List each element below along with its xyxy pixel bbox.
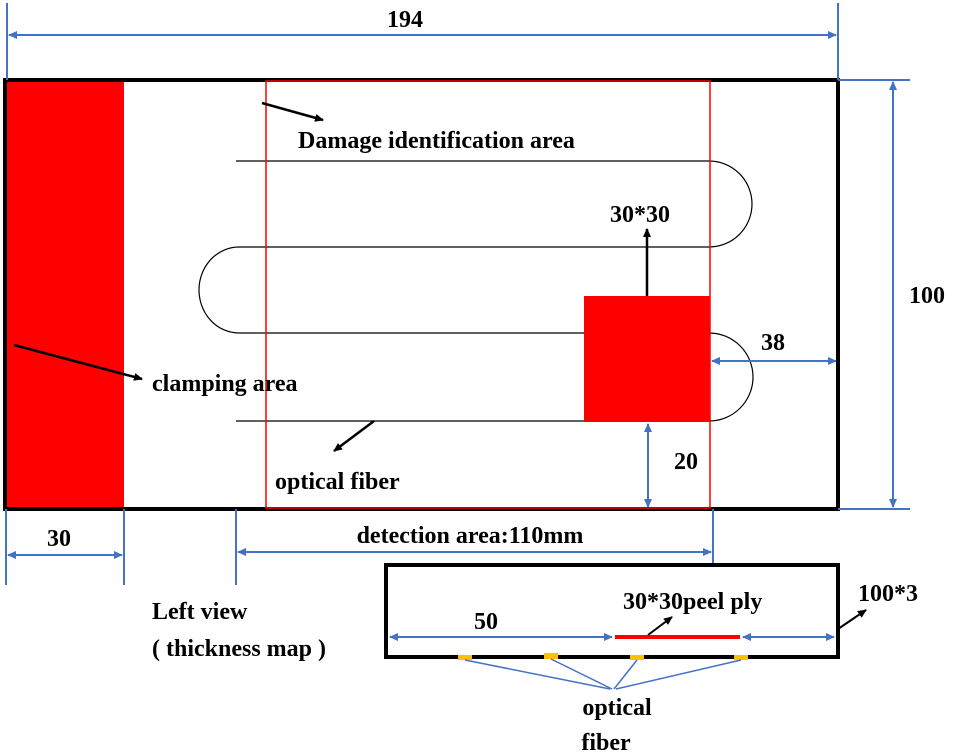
dimension-lines [5, 3, 910, 585]
damage-square [584, 296, 710, 422]
clamping-area-label: clamping area [152, 371, 298, 397]
side-fiber-label-line2: fiber [581, 730, 631, 755]
side-fiber-label-line1: optical [582, 695, 652, 721]
side-size-label: 100*3 [858, 581, 918, 607]
side-offset-label: 50 [474, 609, 498, 635]
clamp-width-label: 30 [47, 526, 71, 552]
clamping-area-block [5, 80, 124, 509]
annotation-arrows [13, 101, 651, 452]
damage-size-label: 30*30 [610, 202, 670, 228]
damage-identification-area [265, 80, 711, 509]
optical-fiber-label: optical fiber [275, 469, 400, 495]
peel-ply-label: 30*30peel ply [623, 589, 762, 615]
total-length-label: 194 [387, 7, 423, 33]
detection-area-label: detection area:110mm [357, 523, 584, 549]
side-view-outline [384, 563, 840, 659]
left-view-label-line1: Left view [152, 599, 248, 625]
damage-offset-bottom-label: 20 [674, 449, 698, 475]
damage-area-label: Damage identification area [298, 128, 575, 154]
left-view-label-line2: ( thickness map ) [152, 636, 326, 662]
damage-offset-right-label: 38 [761, 330, 785, 356]
width-label: 100 [909, 283, 945, 309]
fiber-markers [458, 653, 748, 660]
optical-fiber-path [198, 160, 754, 422]
specimen-outline [3, 78, 840, 511]
fiber-marker-leaders [464, 658, 742, 690]
peel-ply-arrows [647, 609, 867, 636]
